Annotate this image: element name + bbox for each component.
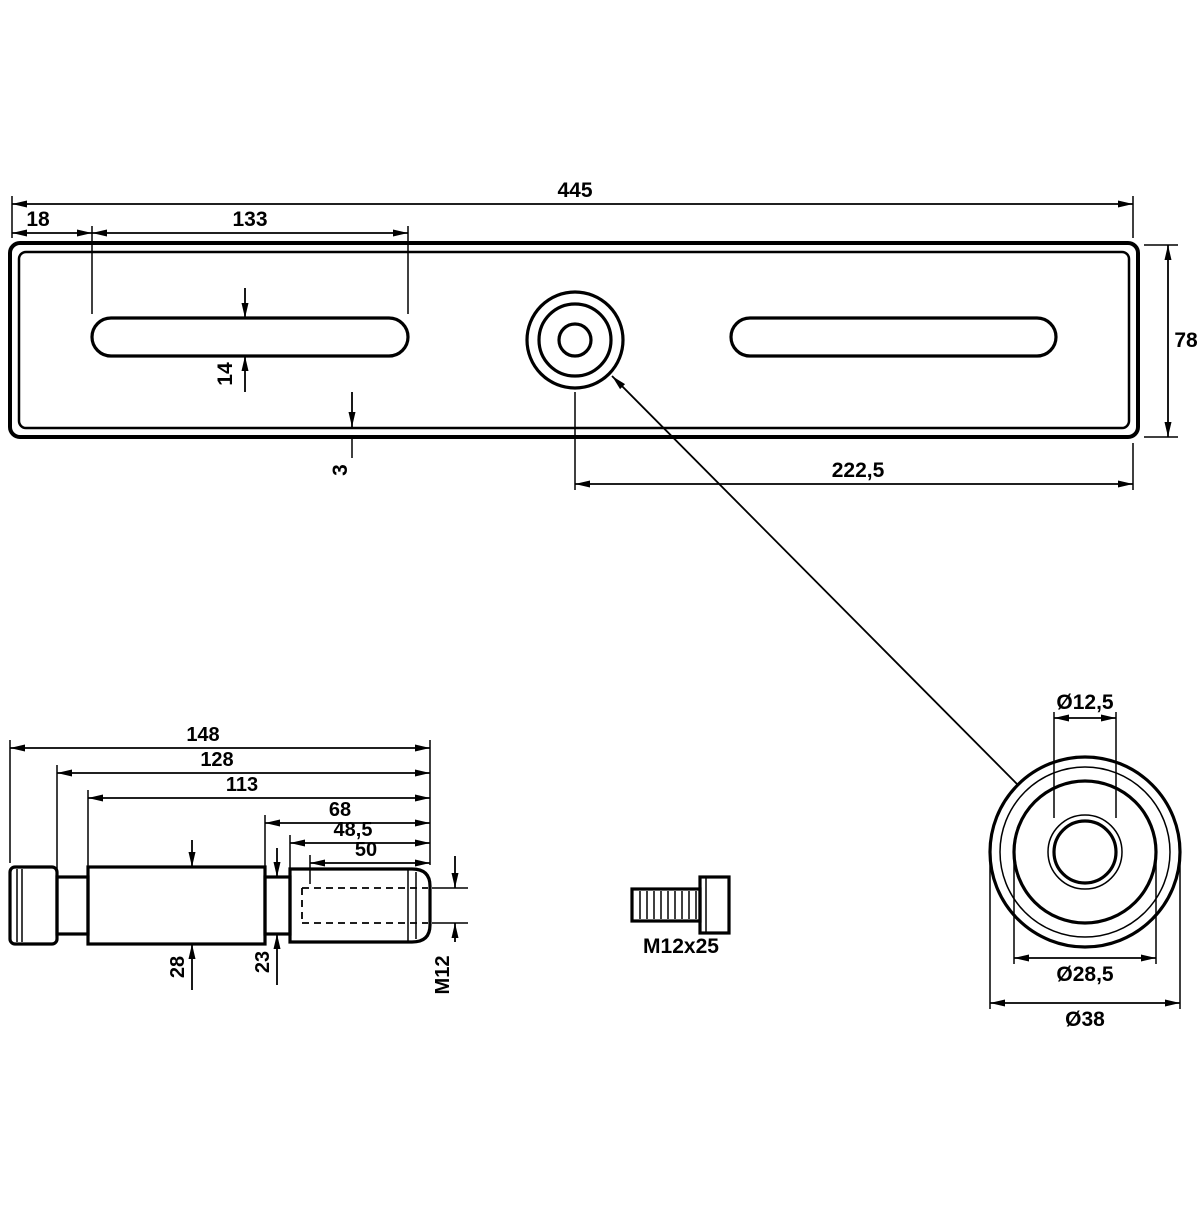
dim-plate-width-label: 78: [1174, 329, 1198, 352]
dim-slot-width-label: 14: [214, 362, 237, 386]
hole-through-circle: [557, 322, 593, 358]
detail-chamfer-circle: [999, 766, 1171, 938]
bolt-label: M12x25: [643, 935, 719, 958]
plate-slot-left: [90, 316, 410, 358]
dim-hole-inner-dia-label: Ø12,5: [1056, 691, 1114, 714]
bolt-thread-lines: [639, 891, 697, 919]
plate-inner-outline: [17, 250, 1131, 430]
plate-center-hole: [525, 290, 625, 390]
dim-plate-length-label: 445: [557, 179, 592, 202]
bolt-head: [698, 875, 731, 935]
dim-pin-113-label: 113: [226, 774, 258, 796]
detail-through-hole-circle: [1052, 819, 1118, 885]
pin-main-body: [86, 865, 267, 946]
dim-slot-length-label: 133: [232, 208, 267, 231]
detail-hole-chamfer-circle: [1047, 814, 1123, 890]
pin-threaded-end: [288, 867, 432, 944]
pin-side-view: [8, 865, 432, 946]
hole-counterbore-circle: [537, 302, 613, 378]
pin-groove: [263, 875, 292, 936]
dim-flange-thickness-label: 3: [329, 464, 352, 476]
hole-detail-dims: Ø12,5 Ø28,5 Ø38: [989, 691, 1181, 1031]
dim-pin-total-label: 148: [186, 724, 219, 746]
plate-slot-right: [729, 316, 1058, 358]
dim-hole-counterbore-dia-label: Ø28,5: [1056, 963, 1114, 986]
dim-pin-dia23-label: 23: [252, 951, 274, 973]
plate-top-view: [8, 241, 1140, 439]
hole-outer-circle: [525, 290, 625, 390]
hole-detail-view: [988, 755, 1182, 949]
detail-counterbore-circle: [1012, 779, 1158, 925]
dim-slot-offset-label: 18: [26, 208, 50, 231]
dim-pin-48-5-label: 48,5: [334, 819, 373, 841]
bolt-drawing: M12x25: [630, 875, 731, 958]
dim-hole-outer-dia-label: Ø38: [1065, 1008, 1105, 1031]
dim-pin-thread-label: M12: [432, 956, 454, 995]
dim-pin-68-label: 68: [329, 799, 351, 821]
dim-pin-128-label: 128: [200, 749, 233, 771]
pin-dims: 148 128 113 68 48,5 50 28 23 M12: [9, 724, 468, 995]
bolt-shank: [630, 887, 702, 923]
plate-dims: 445 18 133 14 3 78 222,5: [11, 179, 1198, 490]
plate-outer-outline: [8, 241, 1140, 439]
dim-pin-50-label: 50: [355, 839, 377, 861]
detail-leader-arrow: [611, 375, 1019, 786]
dim-hole-position-label: 222,5: [832, 459, 885, 482]
dim-pin-dia28-label: 28: [167, 956, 189, 978]
detail-outer-circle: [988, 755, 1182, 949]
pin-neck: [55, 875, 90, 936]
pin-internal-thread-hidden: [301, 887, 428, 924]
